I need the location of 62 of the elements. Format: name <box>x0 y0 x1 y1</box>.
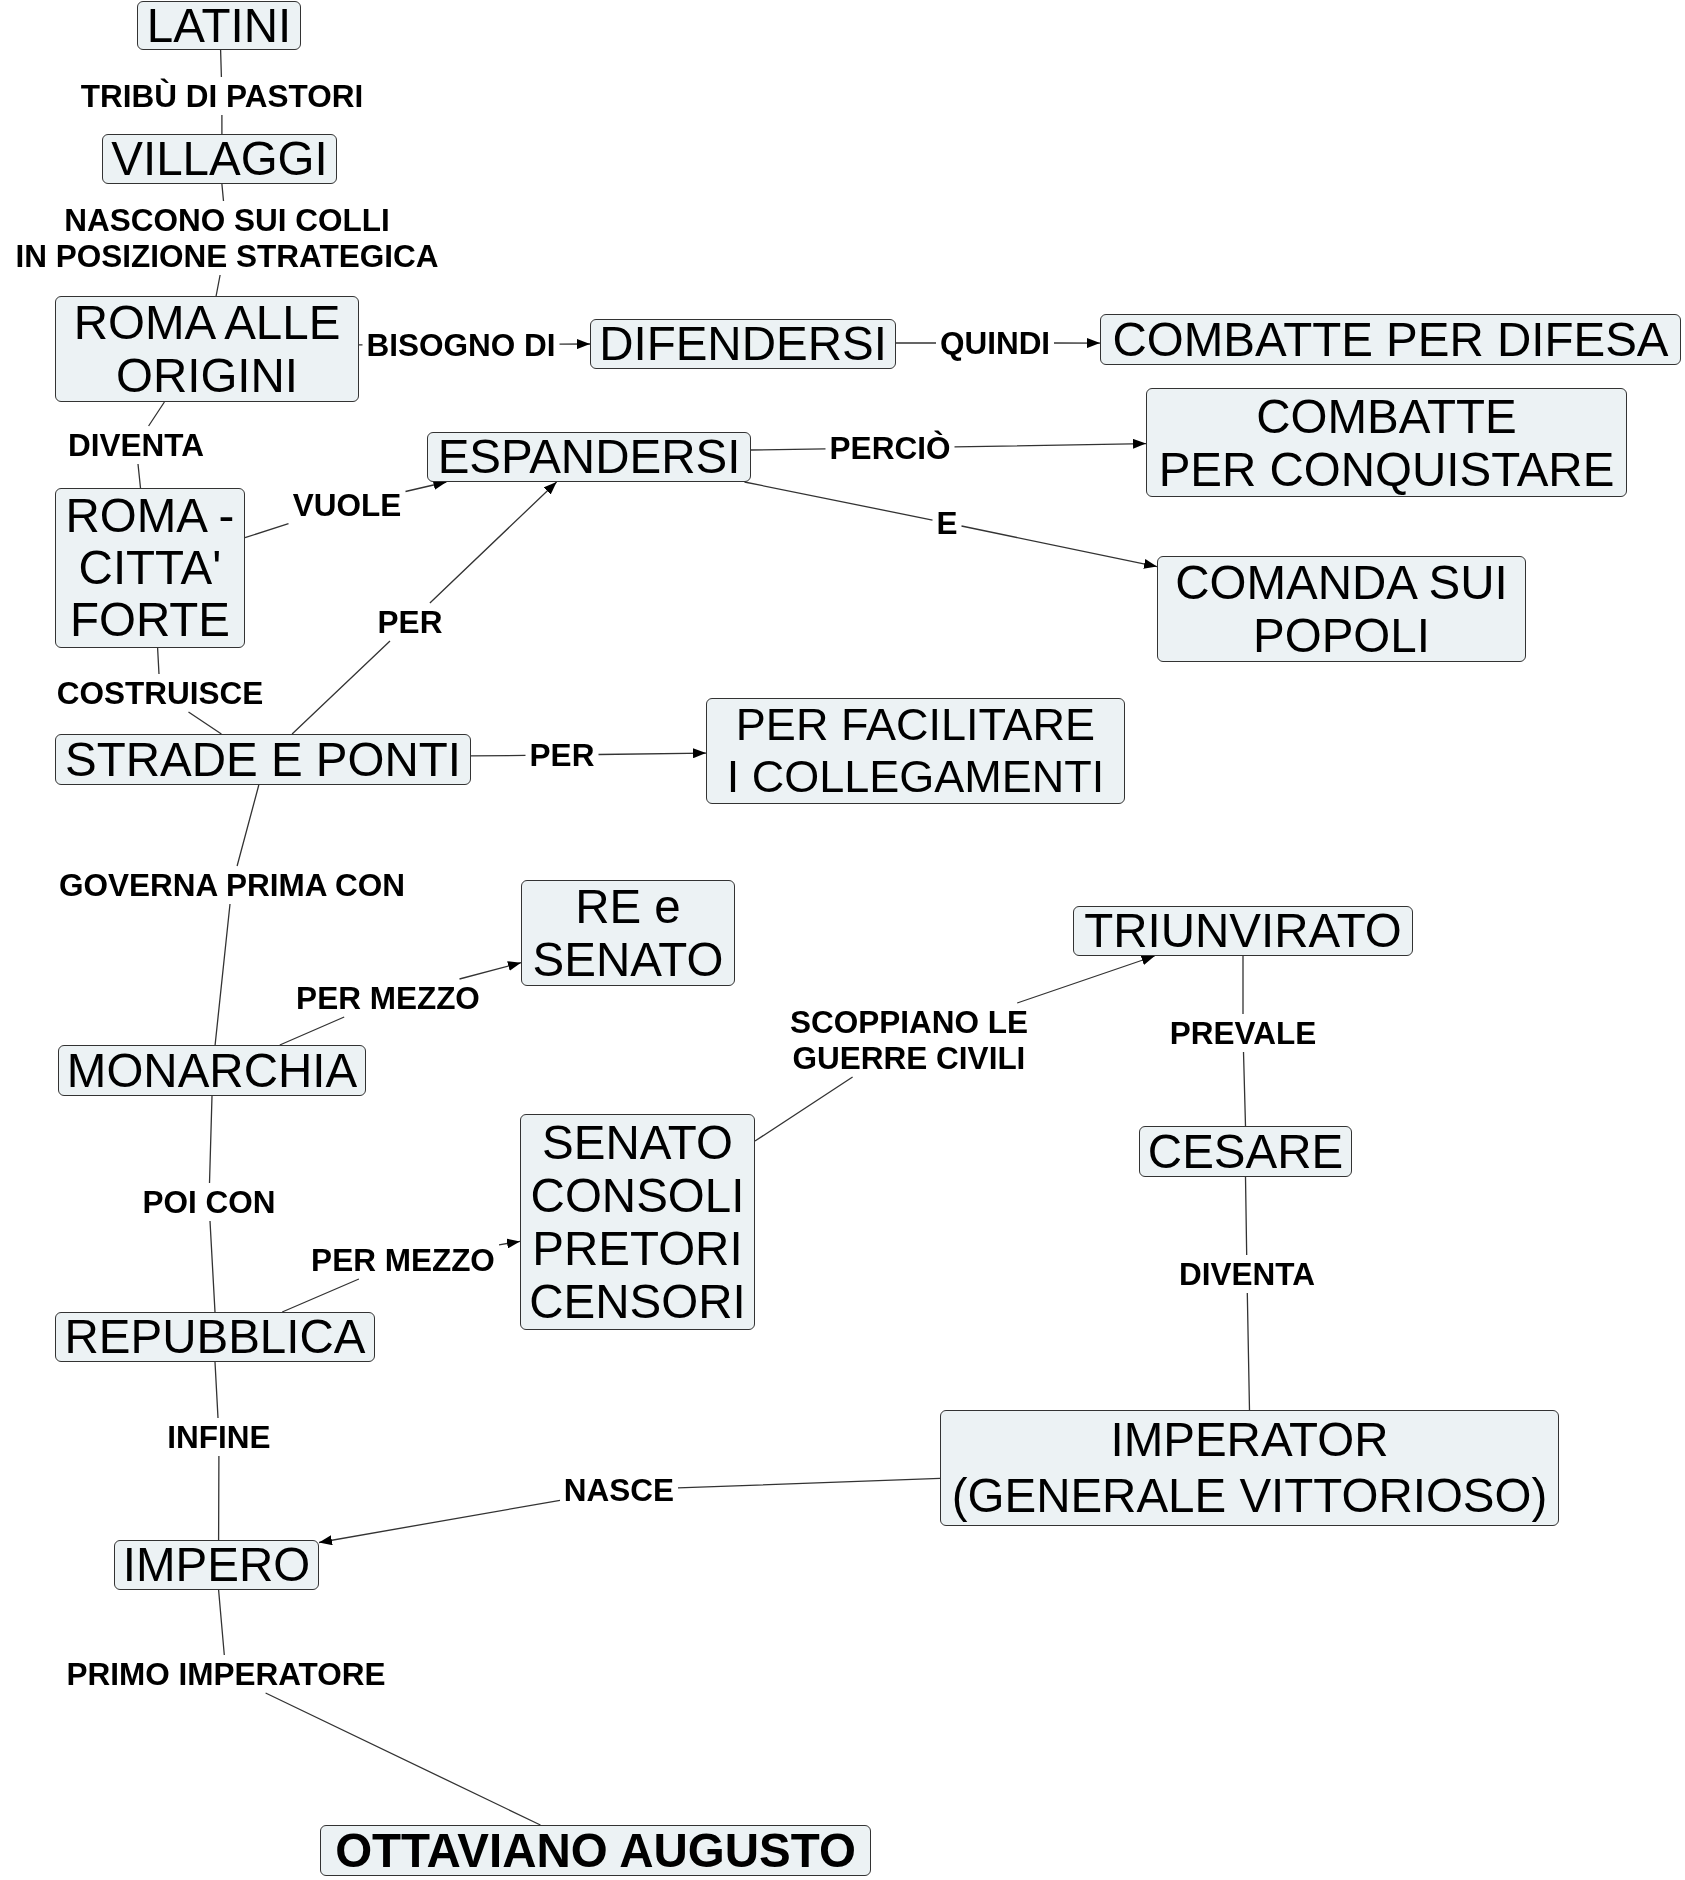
concept-text: OTTAVIANO AUGUSTO <box>335 1826 856 1875</box>
concept-text: ESPANDERSI <box>437 433 741 481</box>
edge-label: DIVENTA <box>1178 1255 1316 1293</box>
concept-text: COMBATTE PER CONQUISTARE <box>1158 389 1615 496</box>
concept-text: IMPERATOR (GENERALE VITTORIOSO) <box>951 1412 1548 1524</box>
concept-text: COMANDA SUI POPOLI <box>1175 556 1508 662</box>
edge-label: GOVERNA PRIMA CON <box>58 866 406 904</box>
concept-text: SENATO CONSOLI PRETORI CENSORI <box>529 1116 746 1328</box>
edge-label: POI CON <box>141 1183 277 1221</box>
concept-text: STRADE E PONTI <box>65 735 461 784</box>
connector-arrow <box>281 1238 521 1313</box>
connector-arrow <box>244 480 448 539</box>
edge-label: NASCONO SUI COLLI IN POSIZIONE STRATEGICA <box>14 201 440 275</box>
edge-label: BISOGNO DI <box>365 326 557 364</box>
edge-label: COSTRUISCE <box>55 674 265 712</box>
edge-label: PRIMO IMPERATORE <box>65 1655 387 1693</box>
connector-line <box>1244 1176 1251 1411</box>
connector-line <box>1242 955 1247 1127</box>
concept-text: LATINI <box>146 1 292 50</box>
edge-label: TRIBÙ DI PASTORI <box>79 77 365 115</box>
concept-text: MONARCHIA <box>66 1046 358 1095</box>
concept-text: DIFENDERSI <box>599 320 887 368</box>
connector-arrow <box>754 955 1156 1142</box>
concept-text: ROMA ALLE ORIGINI <box>73 296 341 402</box>
concept-text: PER FACILITARE I COLLEGAMENTI <box>726 699 1105 803</box>
concept-text: IMPERO <box>122 1541 311 1589</box>
edge-label: VUOLE <box>291 486 403 524</box>
connector-arrow <box>279 961 522 1046</box>
connector-arrow <box>750 438 1147 451</box>
concept-text: TRIUNVIRATO <box>1084 907 1402 955</box>
edge-label: QUINDI <box>938 324 1052 362</box>
connector-line <box>219 49 223 135</box>
connector-arrow <box>318 1477 941 1546</box>
connector-line <box>208 1095 216 1313</box>
connector-line <box>137 401 166 489</box>
edge-label: SCOPPIANO LE GUERRE CIVILI <box>789 1003 1029 1077</box>
edge-label: INFINE <box>166 1418 272 1456</box>
concept-text: CESARE <box>1147 1127 1344 1176</box>
edge-label: DIVENTA <box>67 426 205 464</box>
concept-text: VILLAGGI <box>111 135 328 183</box>
concept-text: COMBATTE PER DIFESA <box>1112 315 1669 364</box>
connector-arrow <box>470 748 707 759</box>
concept-text: RE e SENATO <box>532 880 724 986</box>
edge-label: E <box>935 504 959 542</box>
connector-arrow <box>358 339 591 350</box>
edge-label: PREVALE <box>1168 1014 1318 1052</box>
connector-line <box>217 1589 542 1826</box>
connector-line <box>215 183 225 297</box>
connector-arrow <box>743 481 1158 569</box>
edge-label: PER MEZZO <box>310 1241 496 1279</box>
connector-line <box>156 647 223 735</box>
edge-label: PER MEZZO <box>295 979 481 1017</box>
connector-line <box>214 784 260 1046</box>
edge-label: PERCIÒ <box>828 429 952 467</box>
connector-line <box>214 1361 220 1541</box>
concept-text: REPUBBLICA <box>64 1313 366 1361</box>
edge-label: NASCE <box>562 1471 676 1509</box>
concept-text: ROMA - CITTA' FORTE <box>65 490 235 646</box>
edge-label: PER <box>376 603 444 641</box>
edge-label: PER <box>528 736 596 774</box>
connector-arrow <box>291 481 558 735</box>
connector-arrow <box>895 338 1101 349</box>
